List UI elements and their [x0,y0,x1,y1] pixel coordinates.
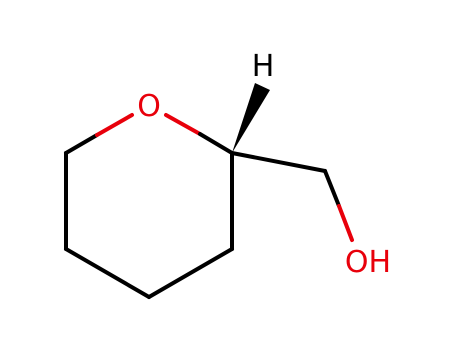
bond-ch2-oh-black [323,169,341,208]
bond-o-c1-red [164,113,202,136]
atom-label-hydrogen: H [252,49,275,84]
bond-o-c1-black [198,132,234,155]
bond-ch2-oh-red [337,204,354,242]
bond-c4-c3 [64,247,151,299]
bond-c3-c2 [147,247,234,299]
bond-c5-o-black [64,133,99,155]
bond-c1-ch2 [230,151,327,173]
bond-c5-o-red [95,113,134,137]
wedge-bond-h [232,83,270,153]
atom-label-hydroxyl: OH [345,245,391,280]
atom-label-ring-oxygen: O [137,89,161,124]
